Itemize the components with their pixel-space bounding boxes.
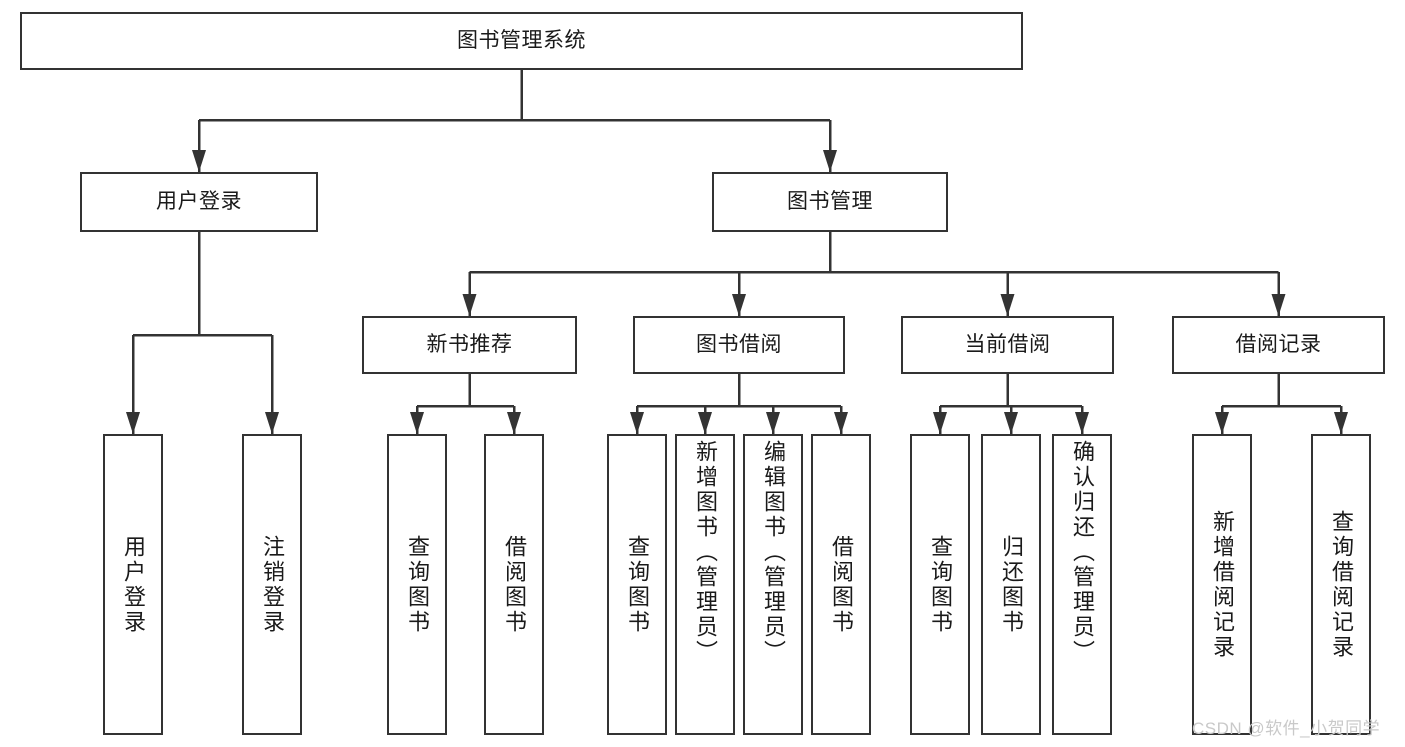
node-label: 借阅图书 xyxy=(829,534,854,635)
node-label: 查询图书 xyxy=(928,534,953,635)
node-label: 确认归还（管理员） xyxy=(1070,440,1095,665)
node-borrow-record[interactable]: 借阅记录 xyxy=(1172,316,1385,374)
node-leaf-bb-borrow[interactable]: 借阅图书 xyxy=(811,434,871,735)
node-leaf-bb-edit[interactable]: 编辑图书（管理员） xyxy=(743,434,803,735)
node-label: 新增图书（管理员） xyxy=(693,440,718,665)
node-label: 归还图书 xyxy=(999,534,1024,635)
node-leaf-user-logout[interactable]: 注销登录 xyxy=(242,434,302,735)
node-label: 图书管理系统 xyxy=(457,28,586,52)
node-leaf-cb-return[interactable]: 归还图书 xyxy=(981,434,1041,735)
node-leaf-rec-borrow[interactable]: 借阅图书 xyxy=(484,434,544,735)
node-label: 图书借阅 xyxy=(696,332,782,356)
node-leaf-rec-query[interactable]: 查询图书 xyxy=(387,434,447,735)
node-user-login[interactable]: 用户登录 xyxy=(80,172,318,232)
node-leaf-bb-add[interactable]: 新增图书（管理员） xyxy=(675,434,735,735)
node-label: 当前借阅 xyxy=(964,332,1051,356)
node-leaf-cb-confirm[interactable]: 确认归还（管理员） xyxy=(1052,434,1112,735)
node-label: 用户登录 xyxy=(156,189,242,213)
csdn-watermark: CSDN @软件_小贺同学 xyxy=(1192,719,1381,738)
node-label: 查询图书 xyxy=(625,534,650,635)
node-label: 用户登录 xyxy=(121,534,146,635)
node-label: 编辑图书（管理员） xyxy=(761,440,786,665)
node-leaf-bb-query[interactable]: 查询图书 xyxy=(607,434,667,735)
node-book-manage[interactable]: 图书管理 xyxy=(712,172,948,232)
node-label: 新书推荐 xyxy=(426,332,513,356)
node-leaf-user-login[interactable]: 用户登录 xyxy=(103,434,163,735)
node-label: 查询借阅记录 xyxy=(1329,509,1354,660)
node-leaf-br-query[interactable]: 查询借阅记录 xyxy=(1311,434,1371,735)
node-book-borrow[interactable]: 图书借阅 xyxy=(633,316,845,374)
node-label: 查询图书 xyxy=(405,534,430,635)
node-new-book-rec[interactable]: 新书推荐 xyxy=(362,316,577,374)
node-label: 借阅记录 xyxy=(1235,332,1322,356)
node-current-borrow[interactable]: 当前借阅 xyxy=(901,316,1114,374)
node-label: 借阅图书 xyxy=(502,534,527,635)
node-label: 注销登录 xyxy=(260,534,285,635)
node-root[interactable]: 图书管理系统 xyxy=(20,12,1023,70)
node-label: 新增借阅记录 xyxy=(1210,509,1235,660)
node-label: 图书管理 xyxy=(787,189,873,213)
node-leaf-cb-query[interactable]: 查询图书 xyxy=(910,434,970,735)
node-leaf-br-add[interactable]: 新增借阅记录 xyxy=(1192,434,1252,735)
